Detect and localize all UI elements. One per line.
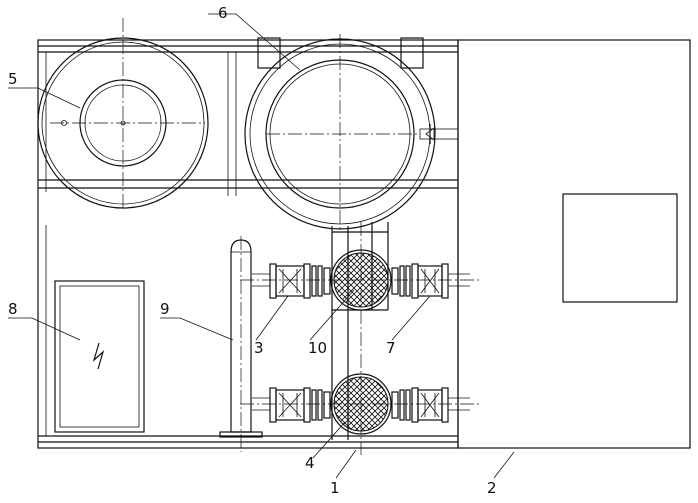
callout-2: 2 (487, 479, 497, 497)
control-cabinet (457, 39, 691, 449)
callout-7: 7 (386, 339, 396, 357)
callout-5: 5 (8, 70, 18, 88)
equipment-frame (37, 39, 459, 449)
callout-9: 9 (160, 300, 170, 318)
leader-lines (8, 13, 515, 479)
callout-6: 6 (218, 4, 228, 22)
pump-row-upper (240, 249, 480, 311)
tank-5 (37, 18, 209, 210)
callout-8: 8 (8, 300, 18, 318)
pump-row-lower (240, 373, 480, 435)
callout-3: 3 (254, 339, 264, 357)
electrical-box-8 (54, 280, 145, 433)
callout-4: 4 (305, 454, 315, 472)
callout-labels: 5 6 8 9 3 10 7 4 1 2 (8, 4, 497, 497)
column-9 (219, 236, 263, 452)
callout-1: 1 (330, 479, 340, 497)
pressure-tank-6 (244, 34, 459, 232)
cabinet-panel (562, 193, 678, 303)
callout-10: 10 (308, 339, 327, 357)
